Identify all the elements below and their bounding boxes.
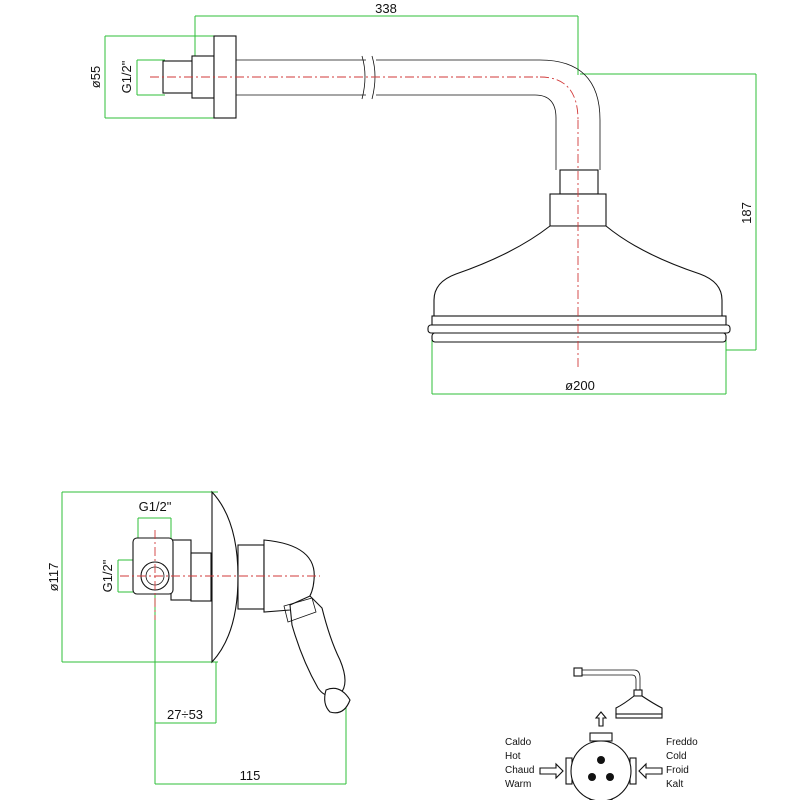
mini-mixer-icon bbox=[565, 732, 637, 800]
arrow-up-icon bbox=[594, 711, 608, 727]
dim-thread-side-label: G1/2" bbox=[100, 559, 115, 592]
mixer-parts bbox=[132, 490, 351, 714]
arrow-left-icon bbox=[638, 762, 663, 780]
dim-depth-range-label: 27÷53 bbox=[167, 707, 203, 722]
legend-cold-freddo: Freddo bbox=[666, 737, 698, 748]
dim-115-label: 115 bbox=[240, 768, 261, 783]
mini-shower-icon bbox=[573, 667, 663, 719]
dim-thread-top-label: G1/2" bbox=[139, 499, 172, 514]
dim-187-label: 187 bbox=[739, 202, 754, 224]
legend-hot-caldo: Caldo bbox=[505, 737, 532, 748]
legend-cold-cold: Cold bbox=[666, 751, 687, 762]
dim-338-label: 338 bbox=[375, 1, 397, 16]
shower-dimension-lines bbox=[104, 15, 757, 395]
dim-flange-diameter-label: ø55 bbox=[88, 66, 103, 88]
shower-center-lines bbox=[150, 76, 579, 370]
legend-hot-warm: Warm bbox=[505, 779, 531, 790]
shower-arm-parts bbox=[162, 35, 731, 343]
dim-thread-label: G1/2" bbox=[119, 60, 134, 93]
shower-head-view: 338 ø55 G1/2" 187 ø200 bbox=[88, 1, 757, 395]
legend-cold-froid: Froid bbox=[666, 765, 689, 776]
legend-hot-chaud: Chaud bbox=[505, 765, 534, 776]
legend-cold-kalt: Kalt bbox=[666, 779, 683, 790]
legend-hot-hot: Hot bbox=[505, 751, 521, 762]
arrow-right-icon bbox=[539, 762, 564, 780]
dim-rose-diameter-label: ø200 bbox=[565, 378, 595, 393]
flow-legend: Caldo Hot Chaud Warm Freddo Cold Froid K… bbox=[505, 667, 698, 800]
mixer-dimension-lines bbox=[61, 491, 347, 785]
mixer-center-lines bbox=[120, 530, 320, 620]
dim-plate-diameter-label: ø117 bbox=[46, 563, 61, 592]
mixer-view: ø117 G1/2" G1/2" 27÷53 115 bbox=[46, 490, 351, 785]
